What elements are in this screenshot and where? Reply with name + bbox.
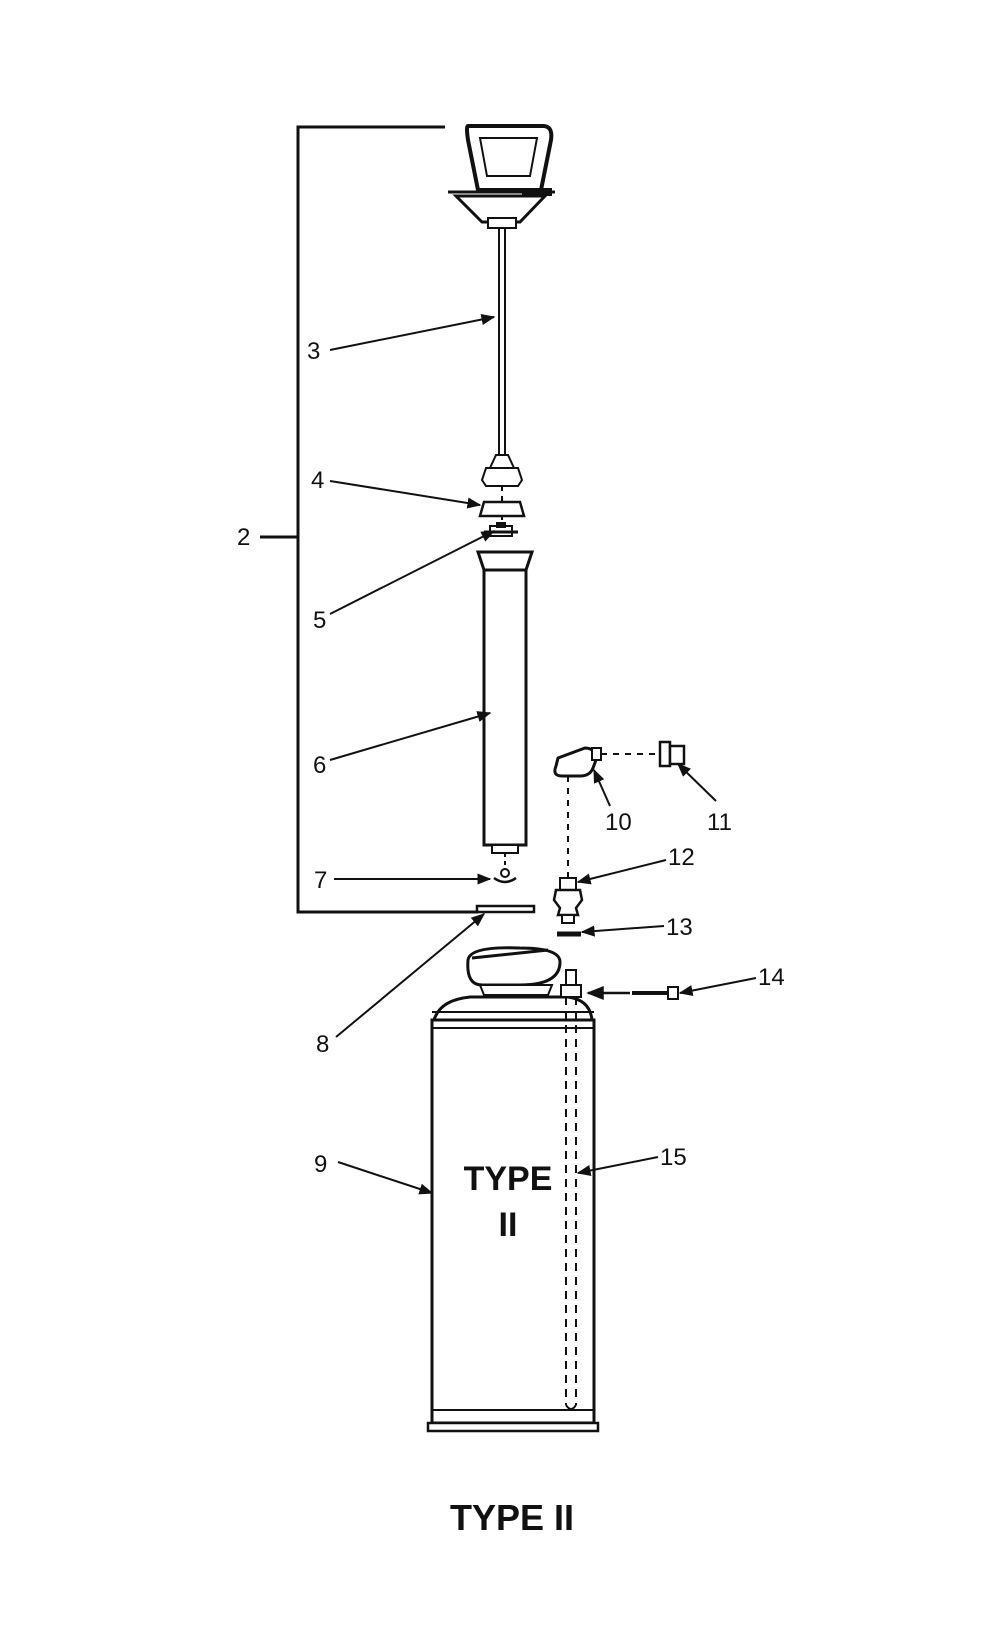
assembly-bracket [260,125,478,914]
relief-fitting [632,986,679,1000]
hose-elbow [553,746,602,778]
tank-outlet-fitting [560,969,582,998]
callout-3: 3 [307,338,320,365]
shutoff-valve [552,877,584,924]
callout-5: 5 [313,607,326,634]
pump-cylinder [475,550,535,854]
gasket [475,904,536,914]
callout-12: 12 [668,844,695,871]
callout-11: 11 [707,809,732,836]
callout-15: 15 [660,1144,687,1171]
tank-cap [466,946,562,996]
callout-7: 7 [314,867,327,894]
callout-8: 8 [316,1031,329,1058]
callout-9: 9 [314,1151,327,1178]
callout-2: 2 [237,524,250,551]
coupling-nut [658,740,686,768]
pump-cup [478,500,526,518]
check-valve [493,868,517,884]
dip-tube [565,997,577,1410]
callout-13: 13 [666,914,693,941]
tank: TYPE II [426,995,600,1433]
tank-label-line2: II [499,1206,518,1244]
diagram-caption: TYPE II [450,1497,574,1538]
callout-14: 14 [758,964,785,991]
pump-rod [480,228,524,487]
leader-lines [329,313,757,1195]
tank-label-line1: TYPE [464,1160,553,1198]
callout-10: 10 [605,809,632,836]
callout-numbers: 2 3 4 5 6 7 8 9 10 11 12 13 14 15 [237,338,785,1178]
pump-handle [448,124,555,229]
callout-6: 6 [313,752,326,779]
callout-4: 4 [311,467,324,494]
